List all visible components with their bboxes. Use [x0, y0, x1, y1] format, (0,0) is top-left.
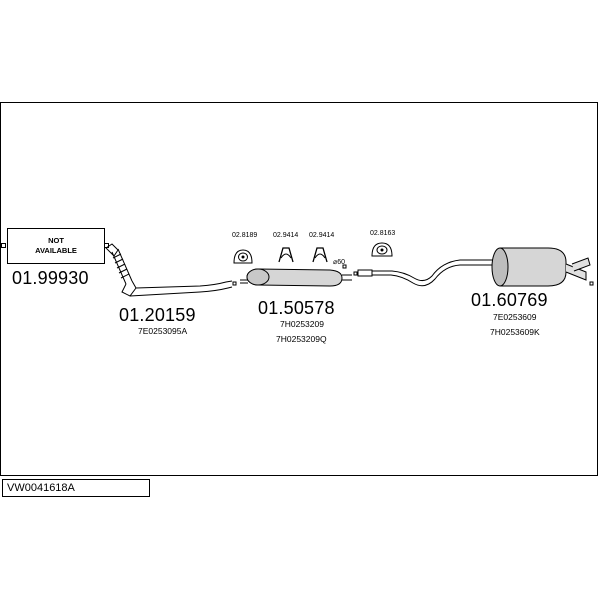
not-available-line2: AVAILABLE	[35, 246, 77, 255]
diameter-label: ⌀60	[333, 259, 346, 266]
oem-ref-rear-silencer-1: 7E0253609	[493, 312, 537, 322]
oem-ref-middle-silencer-2: 7H0253209Q	[276, 334, 327, 344]
connector-marker	[353, 271, 358, 276]
hanger-label-3[interactable]: 02.9414	[309, 232, 335, 239]
oem-ref-front-pipe: 7E0253095A	[138, 326, 188, 336]
connector-marker	[589, 281, 594, 286]
part-number-rear-silencer[interactable]: 01.60769	[471, 290, 548, 310]
diagram-frame	[0, 102, 598, 476]
hanger-clip-icon[interactable]	[312, 247, 328, 263]
hanger-label-4[interactable]: 02.8163	[370, 230, 396, 237]
rubber-mount-icon[interactable]	[233, 249, 253, 264]
oem-ref-middle-silencer-1: 7H0253209	[280, 319, 324, 329]
hanger-clip-icon[interactable]	[278, 247, 294, 263]
oem-ref-rear-silencer-2: 7H0253609K	[490, 327, 540, 337]
part-number-middle-silencer[interactable]: 01.50578	[258, 298, 335, 318]
part-number-front-pipe[interactable]: 01.20159	[119, 305, 196, 325]
rear-silencer-icon[interactable]	[491, 247, 591, 287]
rubber-mount-icon[interactable]	[371, 242, 393, 257]
part-number-not-available[interactable]: 01.99930	[12, 268, 89, 288]
connector-marker	[342, 264, 347, 269]
diagram-code: VW0041618A	[2, 479, 150, 497]
intermediate-pipe-icon[interactable]	[357, 259, 496, 287]
connector-marker	[1, 243, 6, 248]
hanger-label-1[interactable]: 02.8189	[232, 232, 258, 239]
front-pipe-icon[interactable]	[105, 243, 233, 297]
connector-marker	[232, 281, 237, 286]
not-available-line1: NOT	[48, 236, 64, 245]
middle-silencer-icon[interactable]	[240, 268, 352, 287]
hanger-label-2[interactable]: 02.9414	[273, 232, 299, 239]
